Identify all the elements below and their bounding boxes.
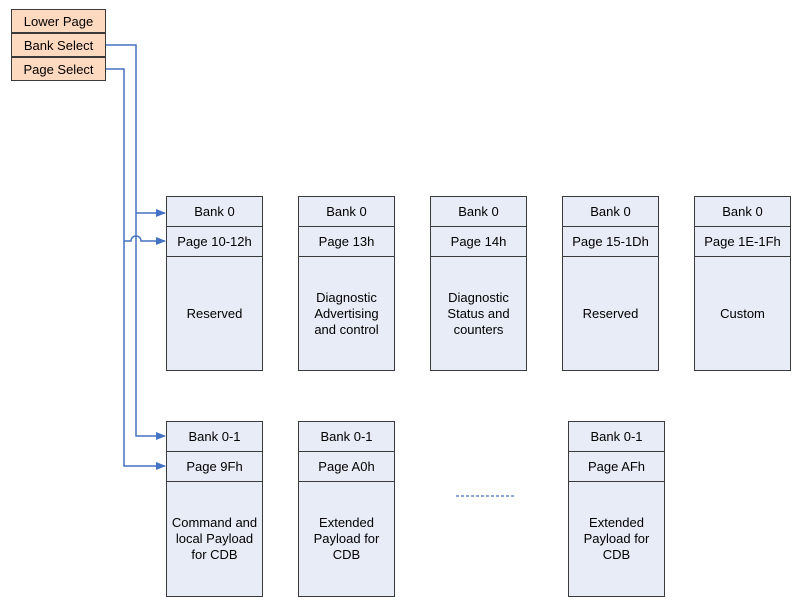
page-label: Page 14h — [431, 227, 526, 257]
page-select-branch-row1 — [124, 235, 166, 245]
page-content: Diagnostic Advertising and control — [314, 289, 379, 337]
bank-label: Bank 0-1 — [569, 422, 664, 452]
bank-label: Bank 0 — [695, 197, 790, 227]
bank-label: Bank 0 — [167, 197, 262, 227]
page-label: Page AFh — [569, 452, 664, 482]
page-content: Custom — [720, 305, 765, 321]
bank-select-label: Bank Select — [11, 33, 106, 57]
lower-page-label: Lower Page — [11, 9, 106, 33]
page-label: Page 10-12h — [167, 227, 262, 257]
page-select-connector — [106, 68, 166, 470]
bank-label: Bank 0 — [431, 197, 526, 227]
page-box-1e-1fh: Bank 0 Page 1E-1Fh Custom — [694, 196, 791, 371]
bank-select-connector — [106, 44, 166, 440]
bank-label: Bank 0-1 — [299, 422, 394, 452]
page-box-13h: Bank 0 Page 13h Diagnostic Advertising a… — [298, 196, 395, 371]
page-content: Reserved — [582, 305, 639, 321]
page-box-14h: Bank 0 Page 14h Diagnostic Status and co… — [430, 196, 527, 371]
bank-label: Bank 0-1 — [167, 422, 262, 452]
page-label: Page 9Fh — [167, 452, 262, 482]
page-content: Extended Payload for CDB — [313, 515, 380, 562]
page-label: Page 1E-1Fh — [695, 227, 790, 257]
page-content: Command and local Payload for CDB — [171, 515, 258, 562]
bank-label: Bank 0 — [299, 197, 394, 227]
page-label: Page A0h — [299, 452, 394, 482]
page-content: Diagnostic Status and counters — [447, 289, 510, 337]
page-box-15-1dh: Bank 0 Page 15-1Dh Reserved — [562, 196, 659, 371]
page-select-label: Page Select — [11, 57, 106, 81]
page-box-afh: Bank 0-1 Page AFh Extended Payload for C… — [568, 421, 665, 597]
bank-label: Bank 0 — [563, 197, 658, 227]
page-content: Reserved — [186, 305, 243, 321]
page-label: Page 15-1Dh — [563, 227, 658, 257]
page-box-10-12h: Bank 0 Page 10-12h Reserved — [166, 196, 263, 371]
page-box-a0h: Bank 0-1 Page A0h Extended Payload for C… — [298, 421, 395, 597]
page-label: Page 13h — [299, 227, 394, 257]
page-box-9fh: Bank 0-1 Page 9Fh Command and local Payl… — [166, 421, 263, 597]
page-content: Extended Payload for CDB — [583, 515, 650, 562]
